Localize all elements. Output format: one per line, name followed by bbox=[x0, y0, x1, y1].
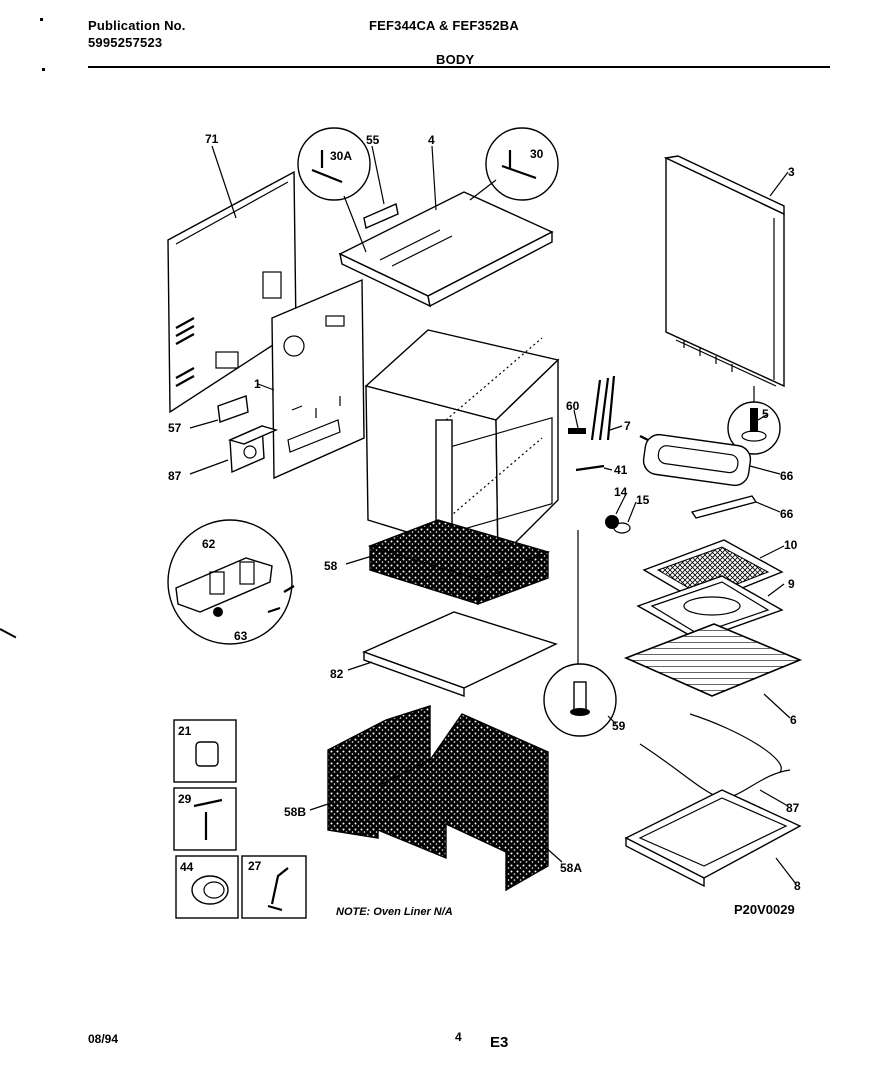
inset-box-44 bbox=[175, 855, 239, 919]
part-label-55: 55 bbox=[366, 133, 380, 147]
insulation-part-58a bbox=[377, 713, 549, 892]
part-label-21: 21 bbox=[178, 724, 192, 738]
door-liner-part-8 bbox=[624, 789, 802, 888]
part-label-59: 59 bbox=[612, 719, 626, 733]
part-label-15: 15 bbox=[636, 493, 650, 507]
element-part-7 bbox=[590, 375, 616, 441]
leveling-foot-part-5 bbox=[727, 386, 781, 455]
part-label-7: 7 bbox=[624, 419, 631, 433]
detail-circle-30 bbox=[469, 127, 559, 201]
scan-mark bbox=[42, 68, 45, 71]
part-label-4: 4 bbox=[428, 133, 435, 147]
header-rule bbox=[88, 66, 830, 68]
inset-box-29 bbox=[173, 787, 237, 851]
part-label-27: 27 bbox=[248, 859, 262, 873]
footer-date: 08/94 bbox=[88, 1032, 119, 1046]
part-label-29: 29 bbox=[178, 792, 192, 806]
broiler-pan-part-10 bbox=[642, 539, 784, 605]
bottom-panel-part-82 bbox=[362, 611, 558, 697]
lamp-part-14-15 bbox=[577, 515, 631, 664]
part-label-58: 58 bbox=[324, 559, 338, 573]
part-label-87: 87 bbox=[168, 469, 182, 483]
detail-circle-30a bbox=[297, 127, 371, 253]
pan-part-9 bbox=[636, 575, 784, 641]
broil-element-part-66 bbox=[639, 433, 752, 487]
part-label-5: 5 bbox=[762, 407, 769, 421]
part-label-58a: 58A bbox=[560, 861, 582, 875]
part-label-71: 71 bbox=[205, 132, 219, 146]
scan-mark bbox=[40, 18, 43, 21]
oven-cavity bbox=[364, 329, 560, 577]
leader-lines bbox=[189, 145, 797, 885]
part-label-30a: 30A bbox=[330, 149, 352, 163]
section-title: BODY bbox=[436, 52, 475, 67]
part-label-41: 41 bbox=[614, 463, 628, 477]
part-label-44: 44 bbox=[180, 860, 194, 874]
top-frame-part-4 bbox=[338, 191, 554, 308]
part-label-10: 10 bbox=[784, 538, 798, 552]
part-label-30: 30 bbox=[530, 147, 544, 161]
footer-section-code: E3 bbox=[490, 1034, 509, 1051]
part-label-66-element: 66 bbox=[780, 469, 794, 483]
inset-box-21 bbox=[173, 719, 237, 783]
junction-box-part-87 bbox=[227, 424, 279, 474]
part-label-3: 3 bbox=[788, 165, 795, 179]
part-label-8: 8 bbox=[794, 879, 801, 893]
part-label-62: 62 bbox=[202, 537, 216, 551]
part-label-60: 60 bbox=[566, 399, 580, 413]
publication-number: 5995257523 bbox=[88, 35, 163, 50]
detail-circle-62-63 bbox=[167, 519, 295, 645]
model-numbers: FEF344CA & FEF352BA bbox=[369, 18, 519, 33]
insulation-part-58 bbox=[367, 519, 551, 606]
publication-label: Publication No. bbox=[88, 18, 186, 33]
detail-circle-59 bbox=[543, 663, 617, 737]
footer-page-number: 4 bbox=[455, 1030, 462, 1044]
oven-rack-part-6 bbox=[623, 623, 803, 697]
part-label-9: 9 bbox=[788, 577, 795, 591]
part-label-58b: 58B bbox=[284, 805, 306, 819]
bracket-part-41 bbox=[575, 464, 605, 472]
part-label-14: 14 bbox=[614, 485, 628, 499]
clip-part-55 bbox=[363, 203, 399, 229]
element-part-60 bbox=[568, 428, 586, 434]
back-panel-part-71 bbox=[167, 170, 297, 414]
figure-code: P20V0029 bbox=[734, 902, 795, 917]
part-label-1: 1 bbox=[254, 377, 261, 391]
wire-harness-part-87 bbox=[639, 713, 791, 799]
rear-frame-part-1 bbox=[271, 278, 365, 480]
side-panel-part-3 bbox=[663, 155, 785, 388]
part-label-6: 6 bbox=[790, 713, 797, 727]
inset-box-27 bbox=[241, 855, 307, 919]
bracket-part-57 bbox=[217, 395, 249, 423]
bar-part-66 bbox=[690, 495, 758, 519]
part-label-63: 63 bbox=[234, 629, 248, 643]
part-label-66-bar: 66 bbox=[780, 507, 794, 521]
part-label-57: 57 bbox=[168, 421, 182, 435]
oven-liner-note: NOTE: Oven Liner N/A bbox=[336, 906, 453, 918]
part-label-82: 82 bbox=[330, 667, 344, 681]
part-label-87-wire: 87 bbox=[786, 801, 800, 815]
